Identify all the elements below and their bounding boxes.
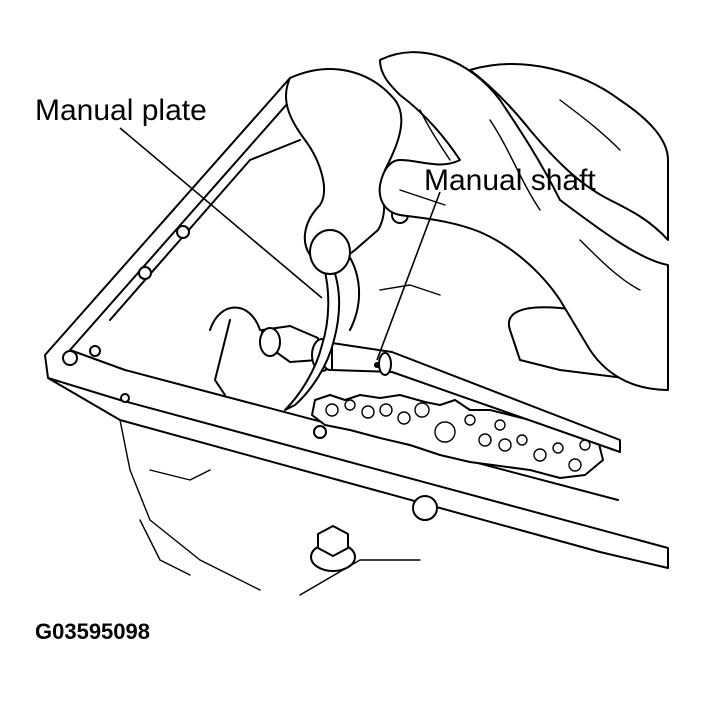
flange-bolt-holes	[62, 206, 409, 439]
leader-manual-shaft	[376, 191, 441, 361]
hands	[285, 51, 669, 391]
drain-plug	[310, 495, 438, 572]
leader-lines	[119, 127, 441, 361]
oil-pan-flange	[44, 77, 669, 596]
label-manual-plate: Manual plate	[35, 94, 207, 127]
leader-manual-plate	[119, 127, 323, 299]
figure-code: G03595098	[35, 619, 150, 644]
label-manual-shaft: Manual shaft	[424, 164, 596, 197]
valve-body-gasket	[311, 394, 604, 479]
